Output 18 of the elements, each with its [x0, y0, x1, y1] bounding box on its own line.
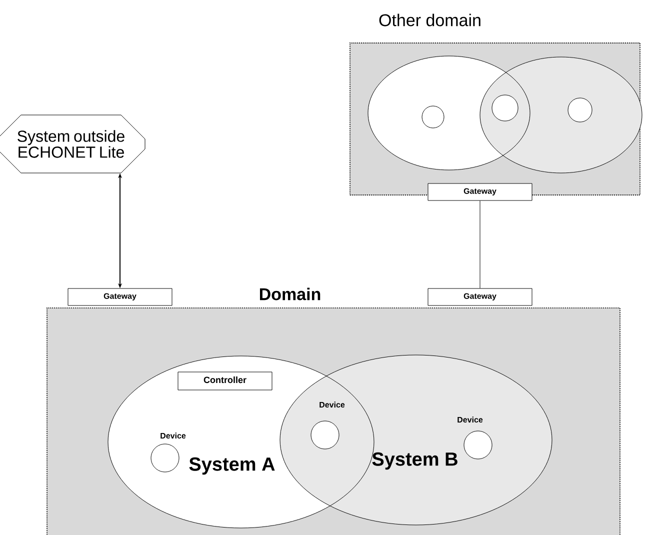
heading: Domain	[260, 288, 320, 300]
node-label: Device	[320, 402, 345, 408]
heading: Other domain	[379, 14, 480, 26]
system-ellipse	[480, 56, 642, 174]
controller-box: Controller	[178, 372, 272, 390]
gateway-box: Gateway	[428, 288, 532, 306]
system-ellipse	[280, 354, 552, 526]
system-ellipse	[368, 56, 530, 170]
device-circle	[422, 106, 444, 128]
system-label: System B	[372, 452, 458, 470]
node-label: Device	[458, 416, 483, 423]
node-label: Device	[160, 432, 186, 439]
gateway-box: Gateway	[68, 288, 172, 306]
device-circle	[568, 98, 592, 122]
system-octagon: System outside ECHONET Lite	[0, 114, 146, 174]
gateway-box: Gateway	[428, 183, 532, 201]
system-label: System A	[189, 457, 275, 475]
device-circle	[492, 94, 518, 122]
